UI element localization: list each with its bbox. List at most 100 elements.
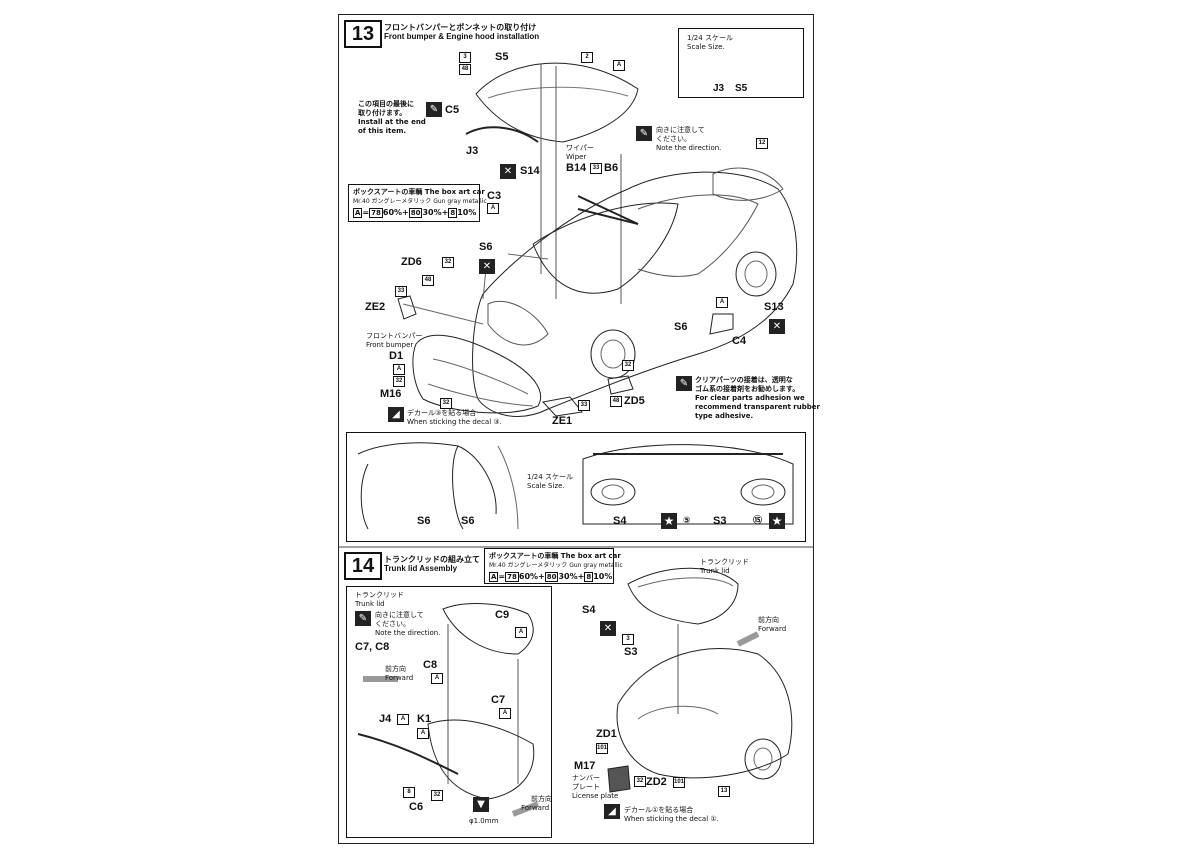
- clear-note-4: recommend transparent rubber: [695, 403, 820, 411]
- part-k1: K1: [417, 713, 432, 725]
- step-13-title-en: Front bumper & Engine hood installation: [384, 32, 540, 41]
- instruction-sheet: 13 フロントバンパーとボンネットの取り付け Front bumper & En…: [338, 14, 820, 844]
- glue-icon: ✎: [636, 126, 652, 141]
- clear-note-5: type adhesive.: [695, 412, 754, 420]
- part-s14: S14: [520, 165, 540, 177]
- trunk-lid-jp-right: トランクリッド: [700, 558, 749, 566]
- part-c4: C4: [732, 335, 747, 347]
- no-glue-icon: ✕: [769, 319, 785, 334]
- scale-box-13: 1/24 スケール Scale Size. J3 S5: [678, 28, 804, 98]
- decal-icon: ◢: [604, 804, 620, 819]
- tag-101-zd2: 101: [673, 777, 685, 788]
- part-s3-14: S3: [624, 646, 638, 658]
- part-d1: D1: [389, 350, 404, 362]
- tag-32-c6: 32: [431, 790, 443, 801]
- no-glue-icon: ✕: [500, 164, 516, 179]
- bottom-s4: S4: [613, 515, 627, 527]
- dir-note-14-3: Note the direction.: [375, 629, 441, 637]
- tag-a-hood: A: [613, 60, 625, 71]
- direction-note-1: 向きに注意して: [656, 126, 705, 134]
- scale-panel-13: 1/24 スケール Scale Size. S6 S6 S4 ★ ⑤ S3 ⑮ …: [346, 432, 806, 542]
- decal-note-13-1: デカール③を貼る場合: [407, 409, 477, 417]
- tag-32-d1: 32: [393, 376, 405, 387]
- plate-note-1: ナンバー: [572, 774, 600, 782]
- tag-32-m16: 32: [440, 398, 452, 409]
- part-c7: C7: [491, 694, 506, 706]
- dir-note-14-1: 向きに注意して: [375, 611, 424, 619]
- part-ze1: ZE1: [552, 415, 573, 427]
- tag-13: 13: [718, 786, 730, 797]
- scale-label-j3: J3: [713, 83, 725, 94]
- glue-icon: ✎: [426, 102, 442, 117]
- star-icon: ★: [769, 513, 785, 529]
- sheet-frame: [338, 14, 814, 844]
- bottom-s3: S3: [713, 515, 727, 527]
- circle-ref-15: ⑮: [753, 516, 763, 526]
- forward-jp-left: 前方向: [385, 665, 406, 673]
- wiper-en: Wiper: [566, 153, 587, 161]
- part-s6-a: S6: [479, 241, 493, 253]
- part-b14: B14: [566, 162, 587, 174]
- clear-note-1: クリアパーツの接着は、透明な: [695, 376, 793, 384]
- tag-48: 48: [459, 64, 471, 75]
- wiper-jp: ワイパー: [566, 144, 594, 152]
- plate-note-2: プレート: [572, 783, 600, 791]
- part-j4: J4: [379, 713, 392, 725]
- tag-12: 12: [756, 138, 768, 149]
- trunk-lid-panel: トランクリッド Trunk lid ✎ 向きに注意して ください。 Note t…: [346, 586, 552, 838]
- part-c5: C5: [445, 104, 460, 116]
- front-bumper-en: Front bumper: [366, 341, 414, 349]
- note-last-3: Install at the end: [358, 118, 426, 126]
- part-s6-b: S6: [674, 321, 688, 333]
- bottom-scale-en: Scale Size.: [527, 482, 565, 490]
- step-14-title-en: Trunk lid Assembly: [384, 564, 458, 573]
- decal-note-14-1: デカール①を貼る場合: [624, 806, 694, 814]
- part-c8: C8: [423, 659, 438, 671]
- color-box-14-title: ボックスアートの車輌 The box art car: [489, 552, 621, 560]
- forward-jp-bottom: 前方向: [531, 795, 552, 803]
- decal-icon: ◢: [388, 407, 404, 422]
- star-icon: ★: [661, 513, 677, 529]
- scale-title-jp: 1/24 スケール: [687, 34, 733, 42]
- drill-note: φ1.0mm: [469, 817, 499, 825]
- tag-33-ze1: 33: [578, 400, 590, 411]
- part-s13: S13: [764, 301, 784, 313]
- direction-note-2: ください。: [656, 135, 691, 143]
- tag-48-zd6: 48: [422, 275, 434, 286]
- drill-icon: ▼: [473, 797, 489, 812]
- no-glue-icon: ✕: [479, 259, 495, 274]
- note-last-4: of this item.: [358, 127, 407, 135]
- tag-32-zd6: 32: [442, 257, 454, 268]
- tag-a-j4: A: [397, 714, 409, 725]
- part-m16: M16: [380, 388, 402, 400]
- trunk-lid-jp: トランクリッド: [355, 591, 404, 599]
- trunk-lid-en: Trunk lid: [355, 600, 385, 608]
- tag-3: 3: [459, 52, 471, 63]
- trunk-lid-en-right: Trunk lid: [700, 567, 730, 575]
- part-s5: S5: [495, 51, 509, 63]
- dir-note-14-2: ください。: [375, 620, 410, 628]
- decal-note-14-2: When sticking the decal ①.: [624, 815, 719, 823]
- plate-note-3: License plate: [572, 792, 619, 800]
- part-zd5: ZD5: [624, 395, 645, 407]
- tag-a-k1: A: [417, 728, 429, 739]
- bottom-scale-jp: 1/24 スケール: [527, 473, 573, 481]
- tag-3-s3: 3: [622, 634, 634, 645]
- part-m17: M17: [574, 760, 596, 772]
- note-last-2: 取り付けます。: [358, 109, 407, 117]
- step-13-number: 13: [344, 20, 382, 48]
- color-box-13: ボックスアートの車輌 The box art car Mr.40 ガングレーメタ…: [348, 184, 487, 222]
- tag-a-d1: A: [393, 364, 405, 375]
- step-13-title-jp: フロントバンパーとボンネットの取り付け: [384, 23, 537, 32]
- bottom-s6-right: S6: [461, 515, 475, 527]
- tag-a-c9: A: [515, 627, 527, 638]
- tag-101-zd1: 101: [596, 743, 608, 754]
- circle-ref-5: ⑤: [683, 516, 691, 526]
- part-s4-14: S4: [582, 604, 596, 616]
- tag-a-c7: A: [499, 708, 511, 719]
- glue-icon: ✎: [676, 376, 692, 391]
- part-j3: J3: [466, 145, 479, 157]
- tag-33-wiper: 33: [590, 163, 602, 174]
